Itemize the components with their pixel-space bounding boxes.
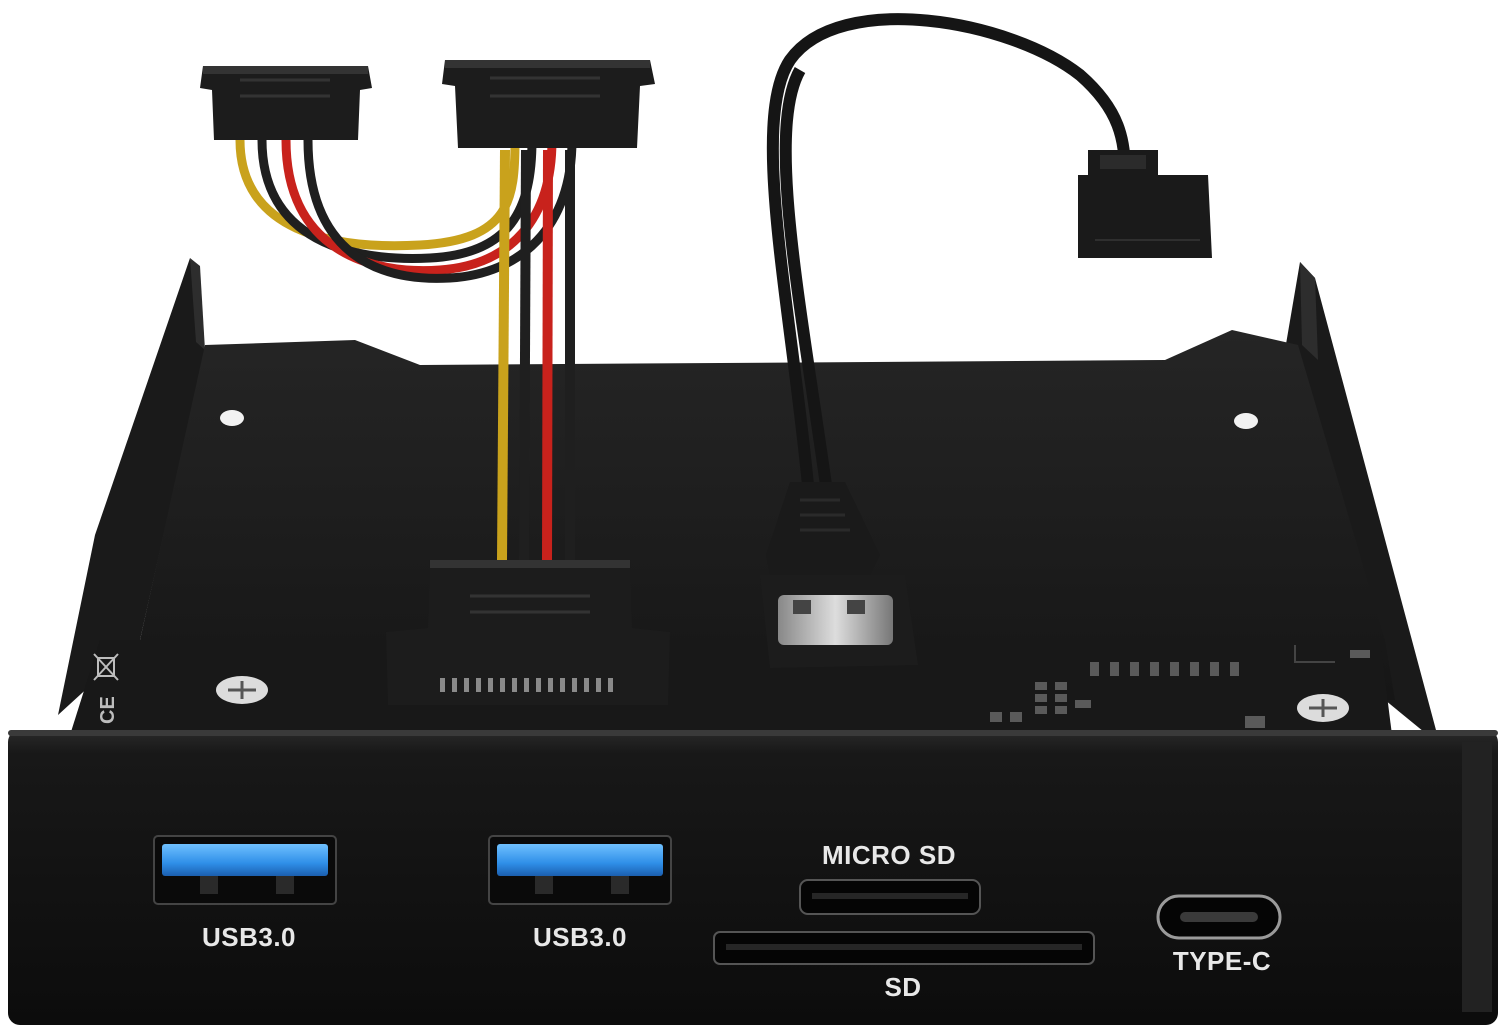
micro-sd-slot-label: MICRO SD: [822, 840, 956, 870]
usb-a-port-2-label: USB3.0: [533, 922, 627, 952]
sd-slot[interactable]: [713, 931, 1095, 965]
sata-power-connector-left: [200, 66, 372, 140]
usb-a-port-1[interactable]: [153, 835, 337, 905]
usb-a-port-1-label: USB3.0: [202, 922, 296, 952]
sata-power-connector-board: [386, 560, 670, 705]
sata-power-cable: [235, 139, 577, 561]
front-panel: [8, 730, 1498, 1025]
mount-hole-right: [1234, 413, 1258, 429]
usb-19pin-header-connector: [1078, 150, 1212, 258]
usb-board-connector: [760, 482, 918, 668]
sata-connector-pins: [440, 678, 613, 692]
weee-bin-mark: [93, 653, 119, 681]
smd-components: [990, 650, 1370, 728]
usb-c-port-label: TYPE-C: [1173, 946, 1271, 976]
usb-a-port-2[interactable]: [488, 835, 672, 905]
tray-bracket: [58, 258, 1440, 745]
sata-power-connector-right: [442, 60, 655, 148]
sd-slot-label: SD: [884, 972, 921, 1002]
usb-c-port[interactable]: [1156, 894, 1282, 940]
usb-header-cable: [766, 13, 1131, 486]
pcb-board: CE: [70, 640, 1392, 735]
mount-hole-left: [220, 410, 244, 426]
ce-mark: CE: [97, 696, 119, 724]
screw-right: [1297, 694, 1349, 722]
micro-sd-slot[interactable]: [799, 879, 981, 915]
screw-left: [216, 676, 268, 704]
